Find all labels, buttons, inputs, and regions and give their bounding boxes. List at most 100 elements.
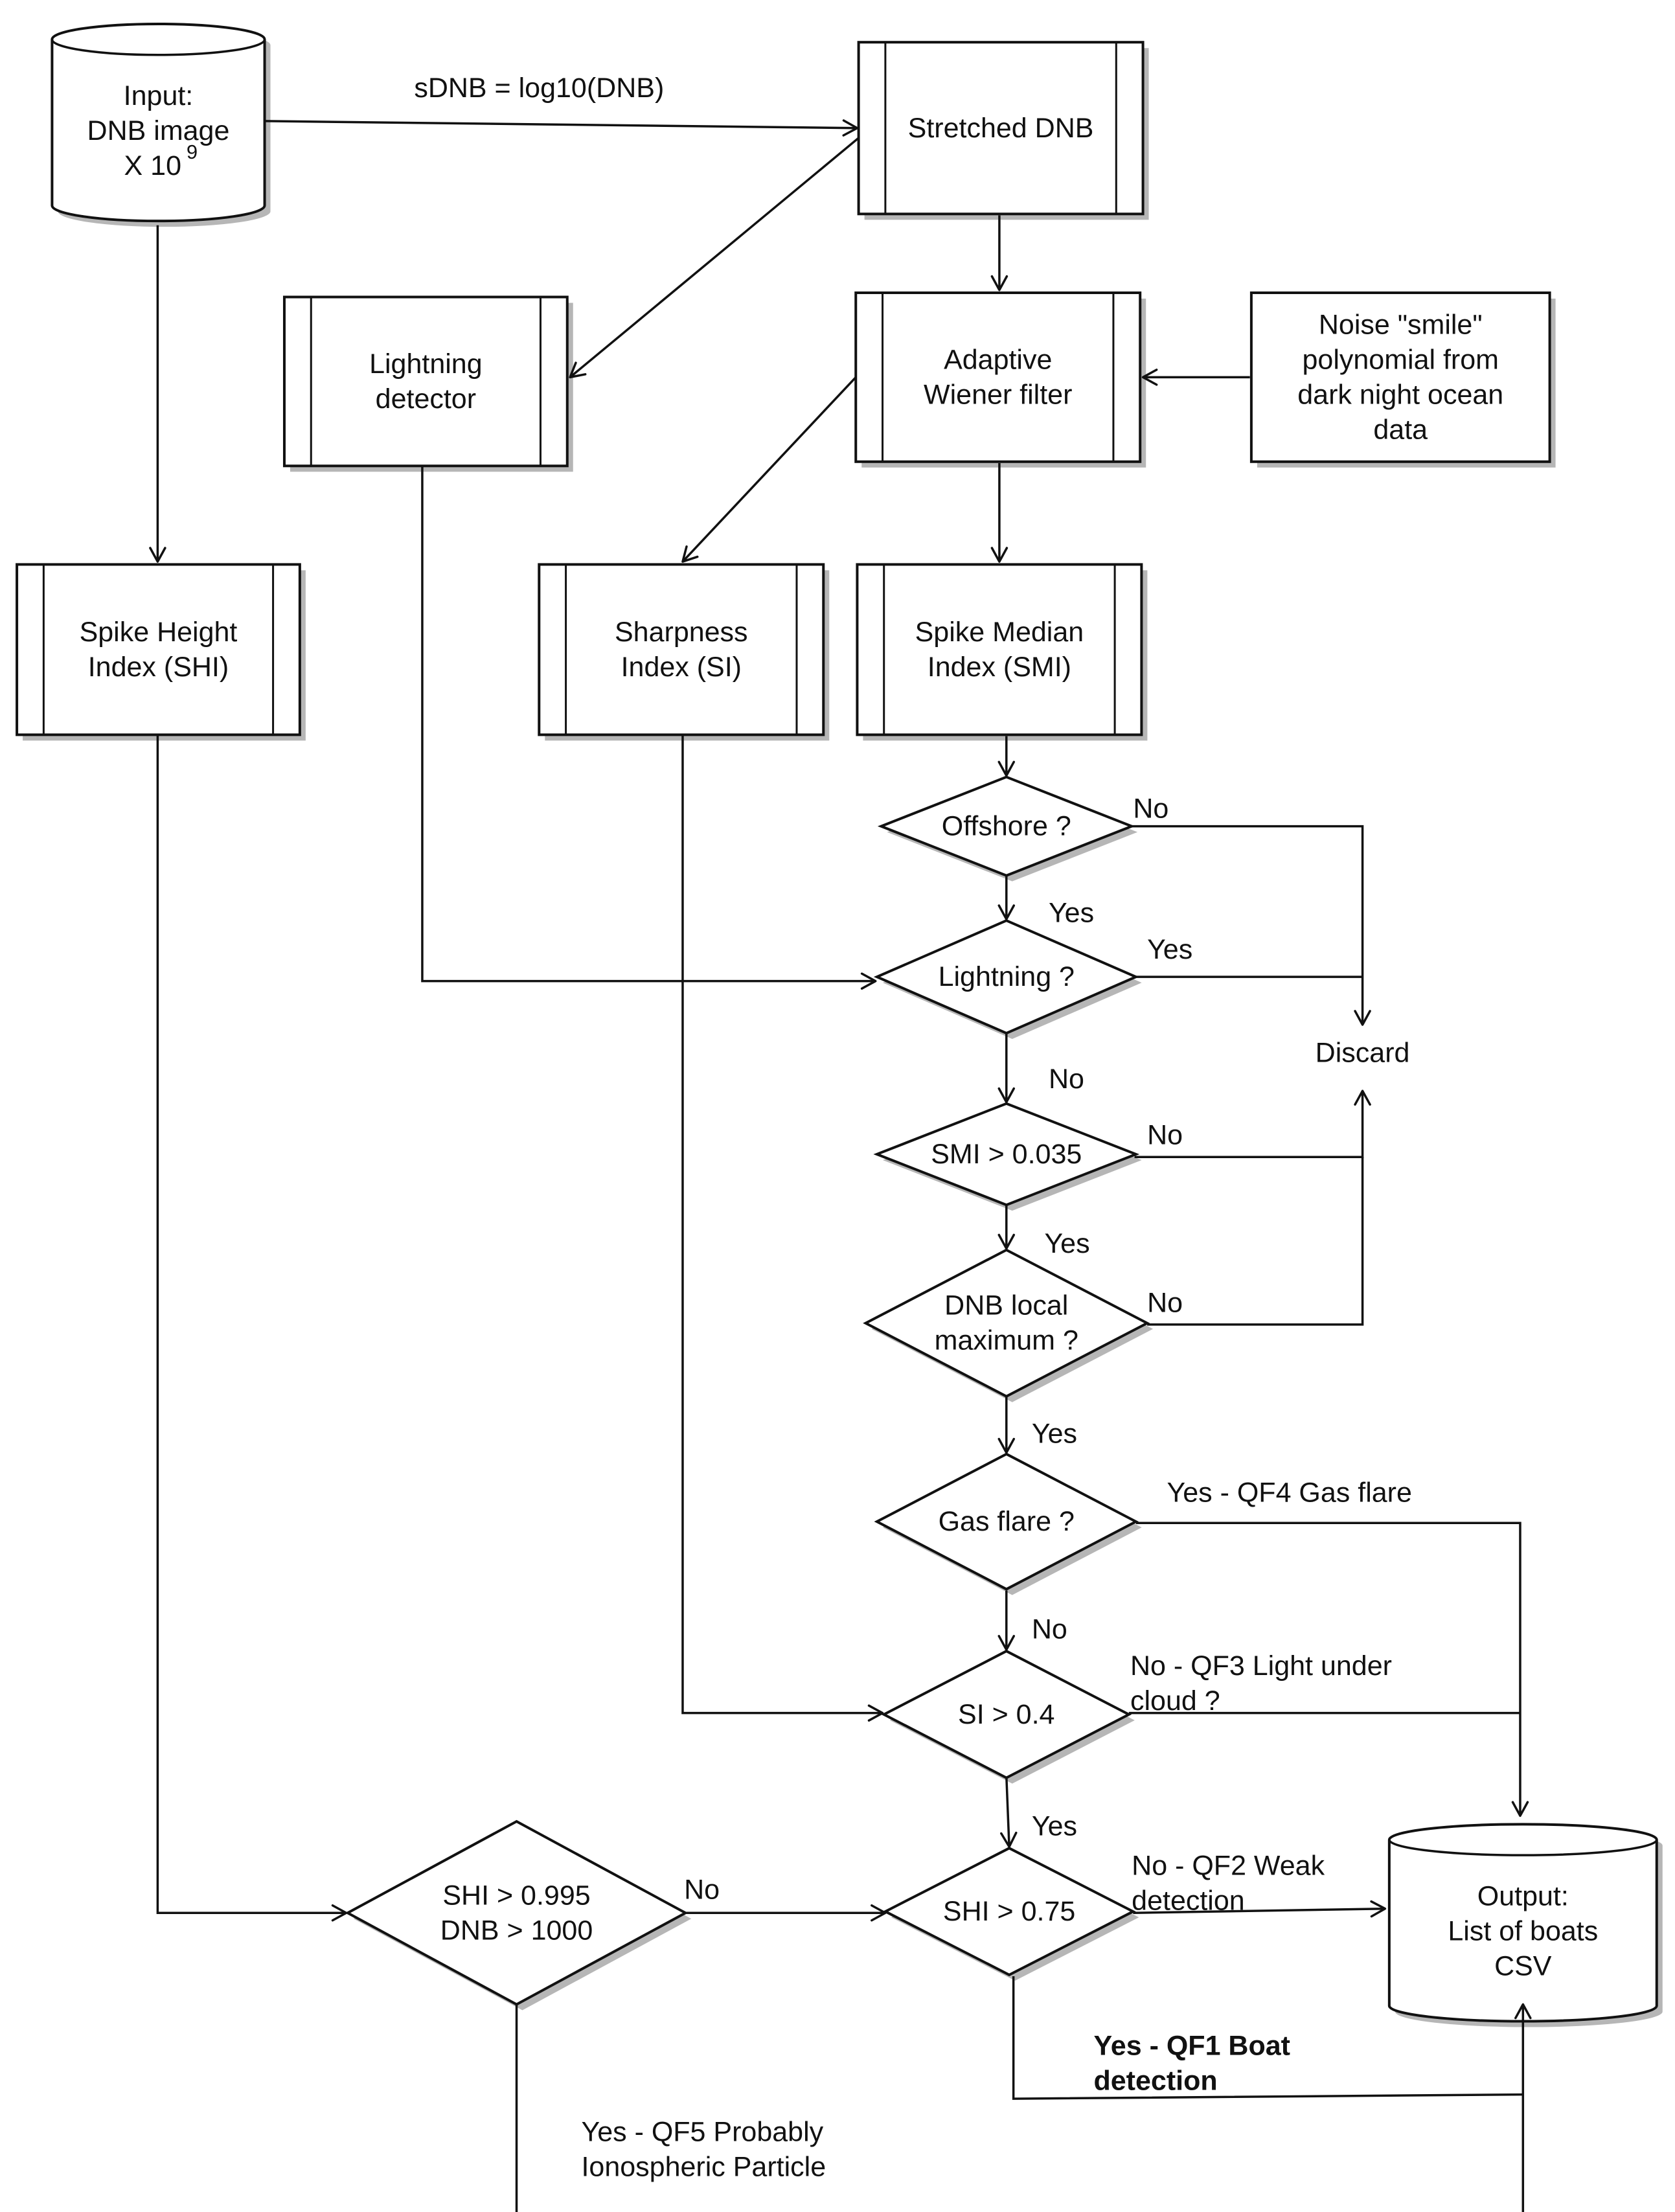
lightning-detector-outline — [282, 295, 569, 468]
edge-smi-offshore — [997, 736, 1016, 777]
edge-wiener-si-line — [681, 376, 857, 563]
output-line-3: CSV — [1494, 1951, 1552, 1982]
edge-label-si-no-line-2: cloud ? — [1130, 1685, 1220, 1716]
lightning-q-text: Lightning ? — [939, 961, 1075, 992]
edge-label-offshore-yes-line-1: Yes — [1049, 897, 1094, 928]
edge-label-shi995-yes-line-1: Yes - QF5 Probably — [581, 2116, 823, 2147]
edge-local-discard — [1147, 1157, 1364, 1326]
wiener-line-1: Adaptive — [944, 344, 1052, 375]
stretched-outline — [857, 41, 1145, 216]
edge-lightningdet-lightning-line — [421, 466, 876, 983]
output-line-2: List of boats — [1448, 1916, 1598, 1947]
lightning-q-line-1: Lightning ? — [939, 961, 1075, 992]
si-index-outline — [538, 563, 825, 736]
edge-shi995-yes-output — [515, 2003, 1532, 2212]
smi-index-line-2: Index (SMI) — [928, 652, 1071, 683]
edge-lightningdet-lightning — [421, 466, 877, 990]
shi-995-outline — [345, 1819, 689, 2006]
edge-wiener-si-arrowhead — [681, 545, 699, 563]
input-rim — [51, 39, 266, 56]
edge-gas-output — [1135, 1522, 1529, 1818]
edge-stretched-wiener — [990, 215, 1008, 291]
edge-label-local-no: No — [1147, 1287, 1183, 1318]
edge-label-shi075-yes-line-1: Yes - QF1 Boat — [1094, 2031, 1290, 2062]
shi-995-line-1: SHI > 0.995 — [442, 1880, 590, 1911]
edge-shi995-yes-output-arrowhead — [1514, 2003, 1532, 2020]
edge-offshore-discard — [1132, 825, 1371, 1026]
noise-line-4: data — [1373, 414, 1428, 445]
edge-label-local-no-line-1: No — [1147, 1287, 1183, 1318]
edge-shi995-shi075 — [684, 1904, 887, 1922]
shi-index-box — [16, 563, 306, 741]
lightning-detector-line-1: Lightning — [369, 348, 483, 380]
edge-label-local-yes: Yes — [1032, 1418, 1077, 1449]
edge-wiener-smi — [990, 462, 1008, 563]
si-q-line-1: SI > 0.4 — [958, 1699, 1054, 1730]
edge-label-sdnb: sDNB = log10(DNB) — [414, 73, 664, 104]
shi-index-line-2: Index (SHI) — [88, 652, 229, 683]
edge-label-shi995-no: No — [684, 1875, 720, 1906]
edge-label-offshore-no-line-1: No — [1133, 793, 1168, 825]
input-cylinder — [51, 22, 271, 227]
local-max-line-1: DNB local — [944, 1290, 1068, 1321]
si-index-line-1: Sharpness — [615, 617, 748, 648]
edge-sidx-si-arrowhead — [867, 1704, 884, 1722]
edge-si-shi075 — [1000, 1776, 1018, 1848]
smi-q-text: SMI > 0.035 — [931, 1139, 1082, 1170]
edge-stretched-wiener-arrowhead — [990, 275, 1008, 291]
lightning-detector-line-2: detector — [376, 383, 476, 415]
gas-flare-outline — [874, 1452, 1139, 1591]
edge-si-shi075-arrowhead — [1000, 1831, 1018, 1848]
edge-shi075-output-line — [1133, 1907, 1385, 1915]
edge-stretched-lightning-arrowhead — [569, 361, 587, 379]
wiener-line-2: Wiener filter — [924, 379, 1072, 410]
edge-input-stretched — [264, 119, 859, 137]
edge-sidx-si — [681, 735, 884, 1722]
edge-label-smi-yes: Yes — [1044, 1228, 1089, 1259]
smi-q-line-1: SMI > 0.035 — [931, 1139, 1082, 1170]
edge-input-stretched-line — [264, 120, 858, 130]
edge-label-smi-no: No — [1147, 1120, 1183, 1151]
edge-label-shi995-no-line-1: No — [684, 1875, 720, 1906]
edge-label-smi-yes-line-1: Yes — [1044, 1228, 1089, 1259]
edge-label-shi075-yes: Yes - QF1 Boat detection — [1094, 2031, 1290, 2097]
edge-gas-output-arrowhead — [1511, 1801, 1529, 1818]
edge-label-offshore-no: No — [1133, 793, 1168, 825]
input-line-1: Input: — [124, 80, 194, 111]
stretched-line-1: Stretched DNB — [908, 113, 1094, 144]
noise-line-3: dark night ocean — [1297, 379, 1503, 410]
lightning-detector-box — [282, 295, 573, 472]
noise-line-2: polynomial from — [1302, 344, 1499, 375]
edge-label-si-yes: Yes — [1032, 1811, 1077, 1842]
output-rim — [1388, 1839, 1658, 1856]
edge-wiener-si — [681, 376, 857, 563]
edge-shi075-output-arrowhead — [1370, 1900, 1387, 1918]
discard-line-1: Discard — [1316, 1037, 1410, 1068]
shi-075-text: SHI > 0.75 — [943, 1896, 1075, 1927]
si-index-line-2: Index (SI) — [621, 652, 742, 683]
edge-stretched-lightning-line — [569, 137, 860, 378]
edge-label-shi075-no-line-1: No - QF2 Weak — [1132, 1851, 1325, 1882]
edge-local-gas — [997, 1396, 1016, 1454]
si-index-box — [538, 563, 830, 741]
si-q-text: SI > 0.4 — [958, 1699, 1054, 1730]
edge-label-local-yes-line-1: Yes — [1032, 1418, 1077, 1449]
edge-label-shi075-yes-line-2: detection — [1094, 2066, 1218, 2097]
edge-gas-si-arrowhead — [997, 1635, 1016, 1651]
discard-text: Discard — [1316, 1037, 1410, 1068]
edge-label-smi-no-line-1: No — [1147, 1120, 1183, 1151]
input-line-2: DNB image — [87, 115, 230, 146]
edge-local-discard-line — [1147, 1157, 1364, 1326]
edge-noise-wiener — [1141, 369, 1250, 386]
edge-input-shi-arrowhead — [149, 547, 166, 563]
edge-noise-wiener-arrowhead — [1141, 369, 1158, 386]
